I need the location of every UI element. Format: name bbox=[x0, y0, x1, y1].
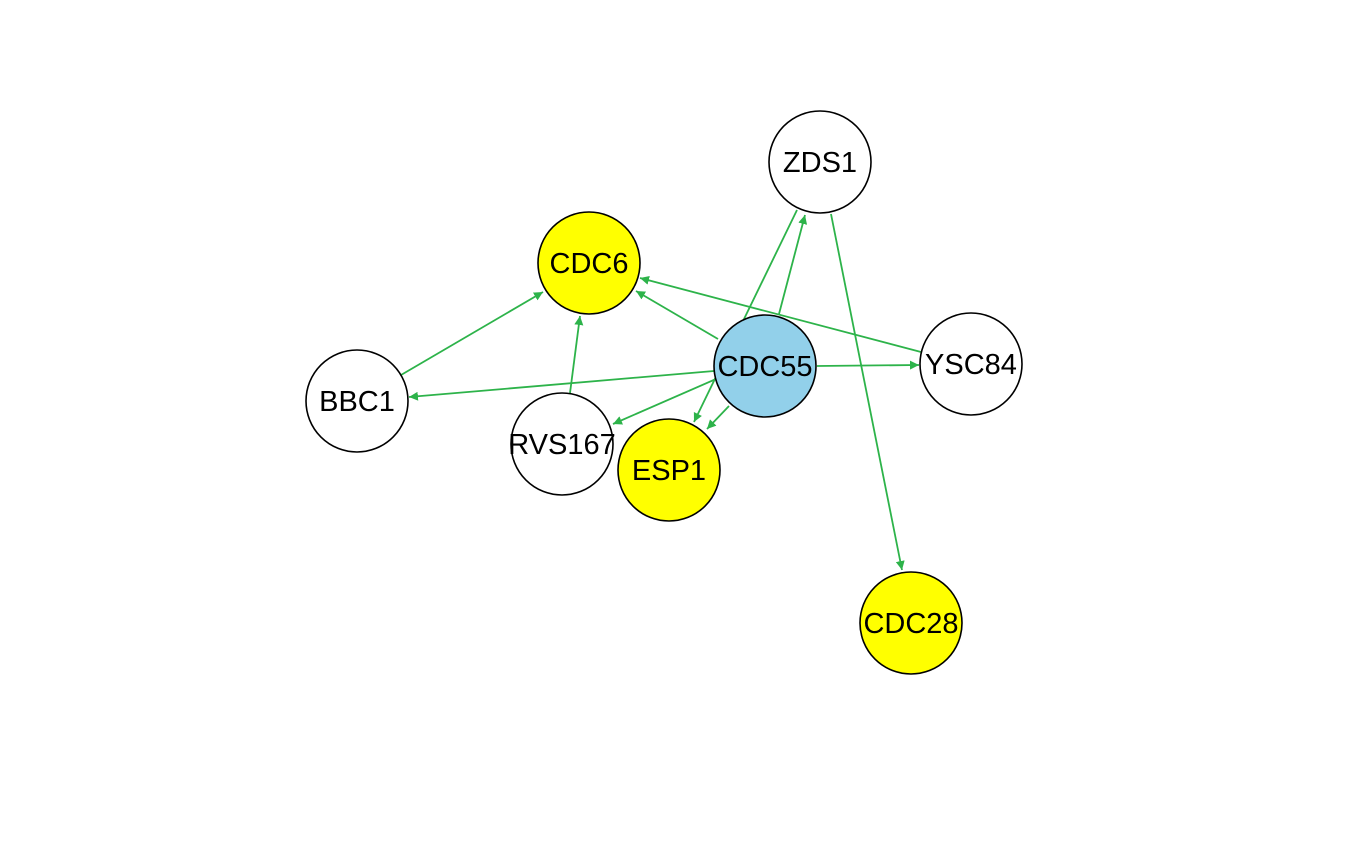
edge-cdc55-to-zds1 bbox=[778, 214, 808, 315]
edge-cdc55-to-cdc6 bbox=[635, 290, 719, 340]
node-label-rvs167: RVS167 bbox=[508, 429, 616, 461]
edge-bbc1-to-cdc6 bbox=[400, 291, 544, 376]
node-rvs167[interactable]: RVS167 bbox=[508, 392, 616, 496]
edge-cdc55-to-bbc1 bbox=[408, 370, 715, 401]
node-label-cdc55: CDC55 bbox=[717, 351, 812, 383]
node-label-zds1: ZDS1 bbox=[783, 147, 857, 179]
node-circle-zds1 bbox=[768, 110, 872, 214]
node-label-ysc84: YSC84 bbox=[925, 349, 1017, 381]
edge-cdc55-to-rvs167 bbox=[612, 378, 717, 425]
edge-cdc55-to-ysc84 bbox=[816, 360, 920, 370]
node-label-bbc1: BBC1 bbox=[319, 386, 395, 418]
node-esp1[interactable]: ESP1 bbox=[617, 418, 721, 522]
node-circle-ysc84 bbox=[919, 312, 1023, 416]
node-label-cdc28: CDC28 bbox=[863, 608, 958, 640]
edge-zds1-to-esp1 bbox=[693, 209, 798, 423]
node-bbc1[interactable]: BBC1 bbox=[305, 349, 409, 453]
node-circle-cdc55 bbox=[713, 314, 817, 418]
node-circle-cdc28 bbox=[859, 571, 963, 675]
node-label-esp1: ESP1 bbox=[632, 455, 706, 487]
node-cdc55[interactable]: CDC55 bbox=[713, 314, 817, 418]
node-circle-bbc1 bbox=[305, 349, 409, 453]
node-label-cdc6: CDC6 bbox=[550, 248, 629, 280]
edge-zds1-to-cdc28 bbox=[830, 213, 905, 571]
node-circle-cdc6 bbox=[537, 211, 641, 315]
edge-cdc55-to-esp1 bbox=[706, 405, 730, 430]
edge-rvs167-to-cdc6 bbox=[569, 315, 584, 394]
node-circle-esp1 bbox=[617, 418, 721, 522]
edges-layer bbox=[400, 209, 922, 571]
node-ysc84[interactable]: YSC84 bbox=[919, 312, 1023, 416]
node-cdc6[interactable]: CDC6 bbox=[537, 211, 641, 315]
edge-ysc84-to-cdc6 bbox=[639, 275, 922, 353]
node-circle-rvs167 bbox=[510, 392, 614, 496]
node-cdc28[interactable]: CDC28 bbox=[859, 571, 963, 675]
node-zds1[interactable]: ZDS1 bbox=[768, 110, 872, 214]
